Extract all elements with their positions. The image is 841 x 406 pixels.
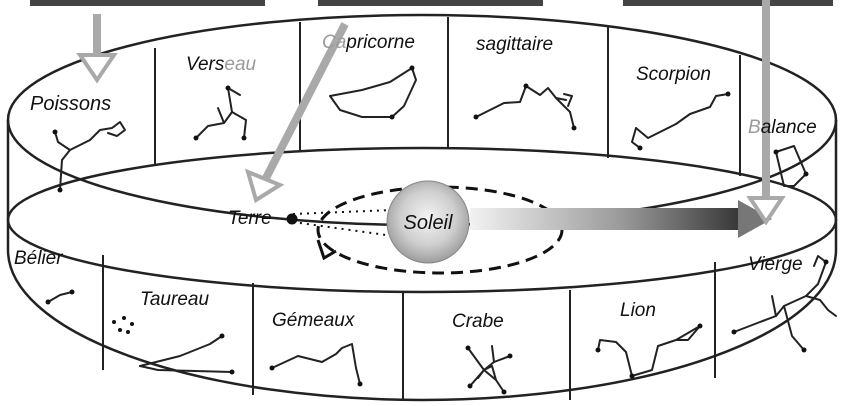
constellation-vierge [731, 255, 837, 353]
label-crabe: Crabe [452, 311, 504, 332]
constellation-taureau [112, 316, 235, 375]
gray-arrows [76, 0, 786, 226]
arrow-terre-shaft [261, 22, 349, 182]
label-gemeaux: Gémeaux [272, 310, 356, 331]
label-taureau: Taureau [140, 289, 209, 310]
ring-middle-ellipse [6, 146, 838, 294]
label-capricorne: Capricorne [322, 32, 415, 53]
beam-to-vierge [470, 208, 745, 230]
label-verseau-a: Vers [186, 54, 225, 75]
beam-arrowhead [738, 200, 772, 238]
label-capricorne-b: pricorne [345, 32, 415, 53]
top-image-fragments [30, 0, 833, 6]
earth-icon [286, 213, 298, 225]
earth-label: Terre [228, 208, 272, 229]
sight-line-upper [292, 209, 394, 215]
constellation-gemeaux [269, 343, 363, 387]
lower-dividers [102, 255, 716, 400]
constellation-belier [45, 289, 75, 305]
label-capricorne-a: Ca [322, 32, 346, 53]
sight-line-lower [292, 221, 394, 237]
label-belier: Bélier [14, 248, 63, 269]
constellation-poissons [52, 121, 126, 193]
orbit-direction-arrow [316, 239, 337, 261]
constellation-capricorne [329, 65, 417, 120]
constellation-scorpion [631, 91, 731, 151]
constellation-verseau [193, 85, 247, 141]
label-scorpion: Scorpion [636, 64, 711, 85]
label-balance-a: B [748, 117, 761, 138]
label-verseau: Verseau [186, 54, 257, 75]
arrow-terre-head [244, 168, 285, 204]
constellation-crabe [465, 345, 513, 395]
label-sagittaire: sagittaire [476, 34, 553, 55]
ring-bottom-curve [6, 249, 838, 402]
label-verseau-b: eau [224, 54, 256, 75]
arrow-poissons-head [76, 53, 118, 84]
sun-icon [386, 180, 470, 264]
label-poissons: Poissons [30, 93, 111, 115]
label-lion: Lion [620, 300, 656, 321]
label-balance-b: alance [761, 117, 817, 138]
upper-dividers [154, 17, 741, 176]
constellation-sagittaire [473, 83, 577, 131]
arrow-vierge-head [746, 196, 786, 226]
label-vierge: Vierge [748, 254, 803, 275]
sun-label: Soleil [404, 212, 453, 234]
constellation-balance [773, 145, 809, 187]
constellation-lion [595, 323, 703, 379]
label-balance: Balance [748, 117, 817, 138]
